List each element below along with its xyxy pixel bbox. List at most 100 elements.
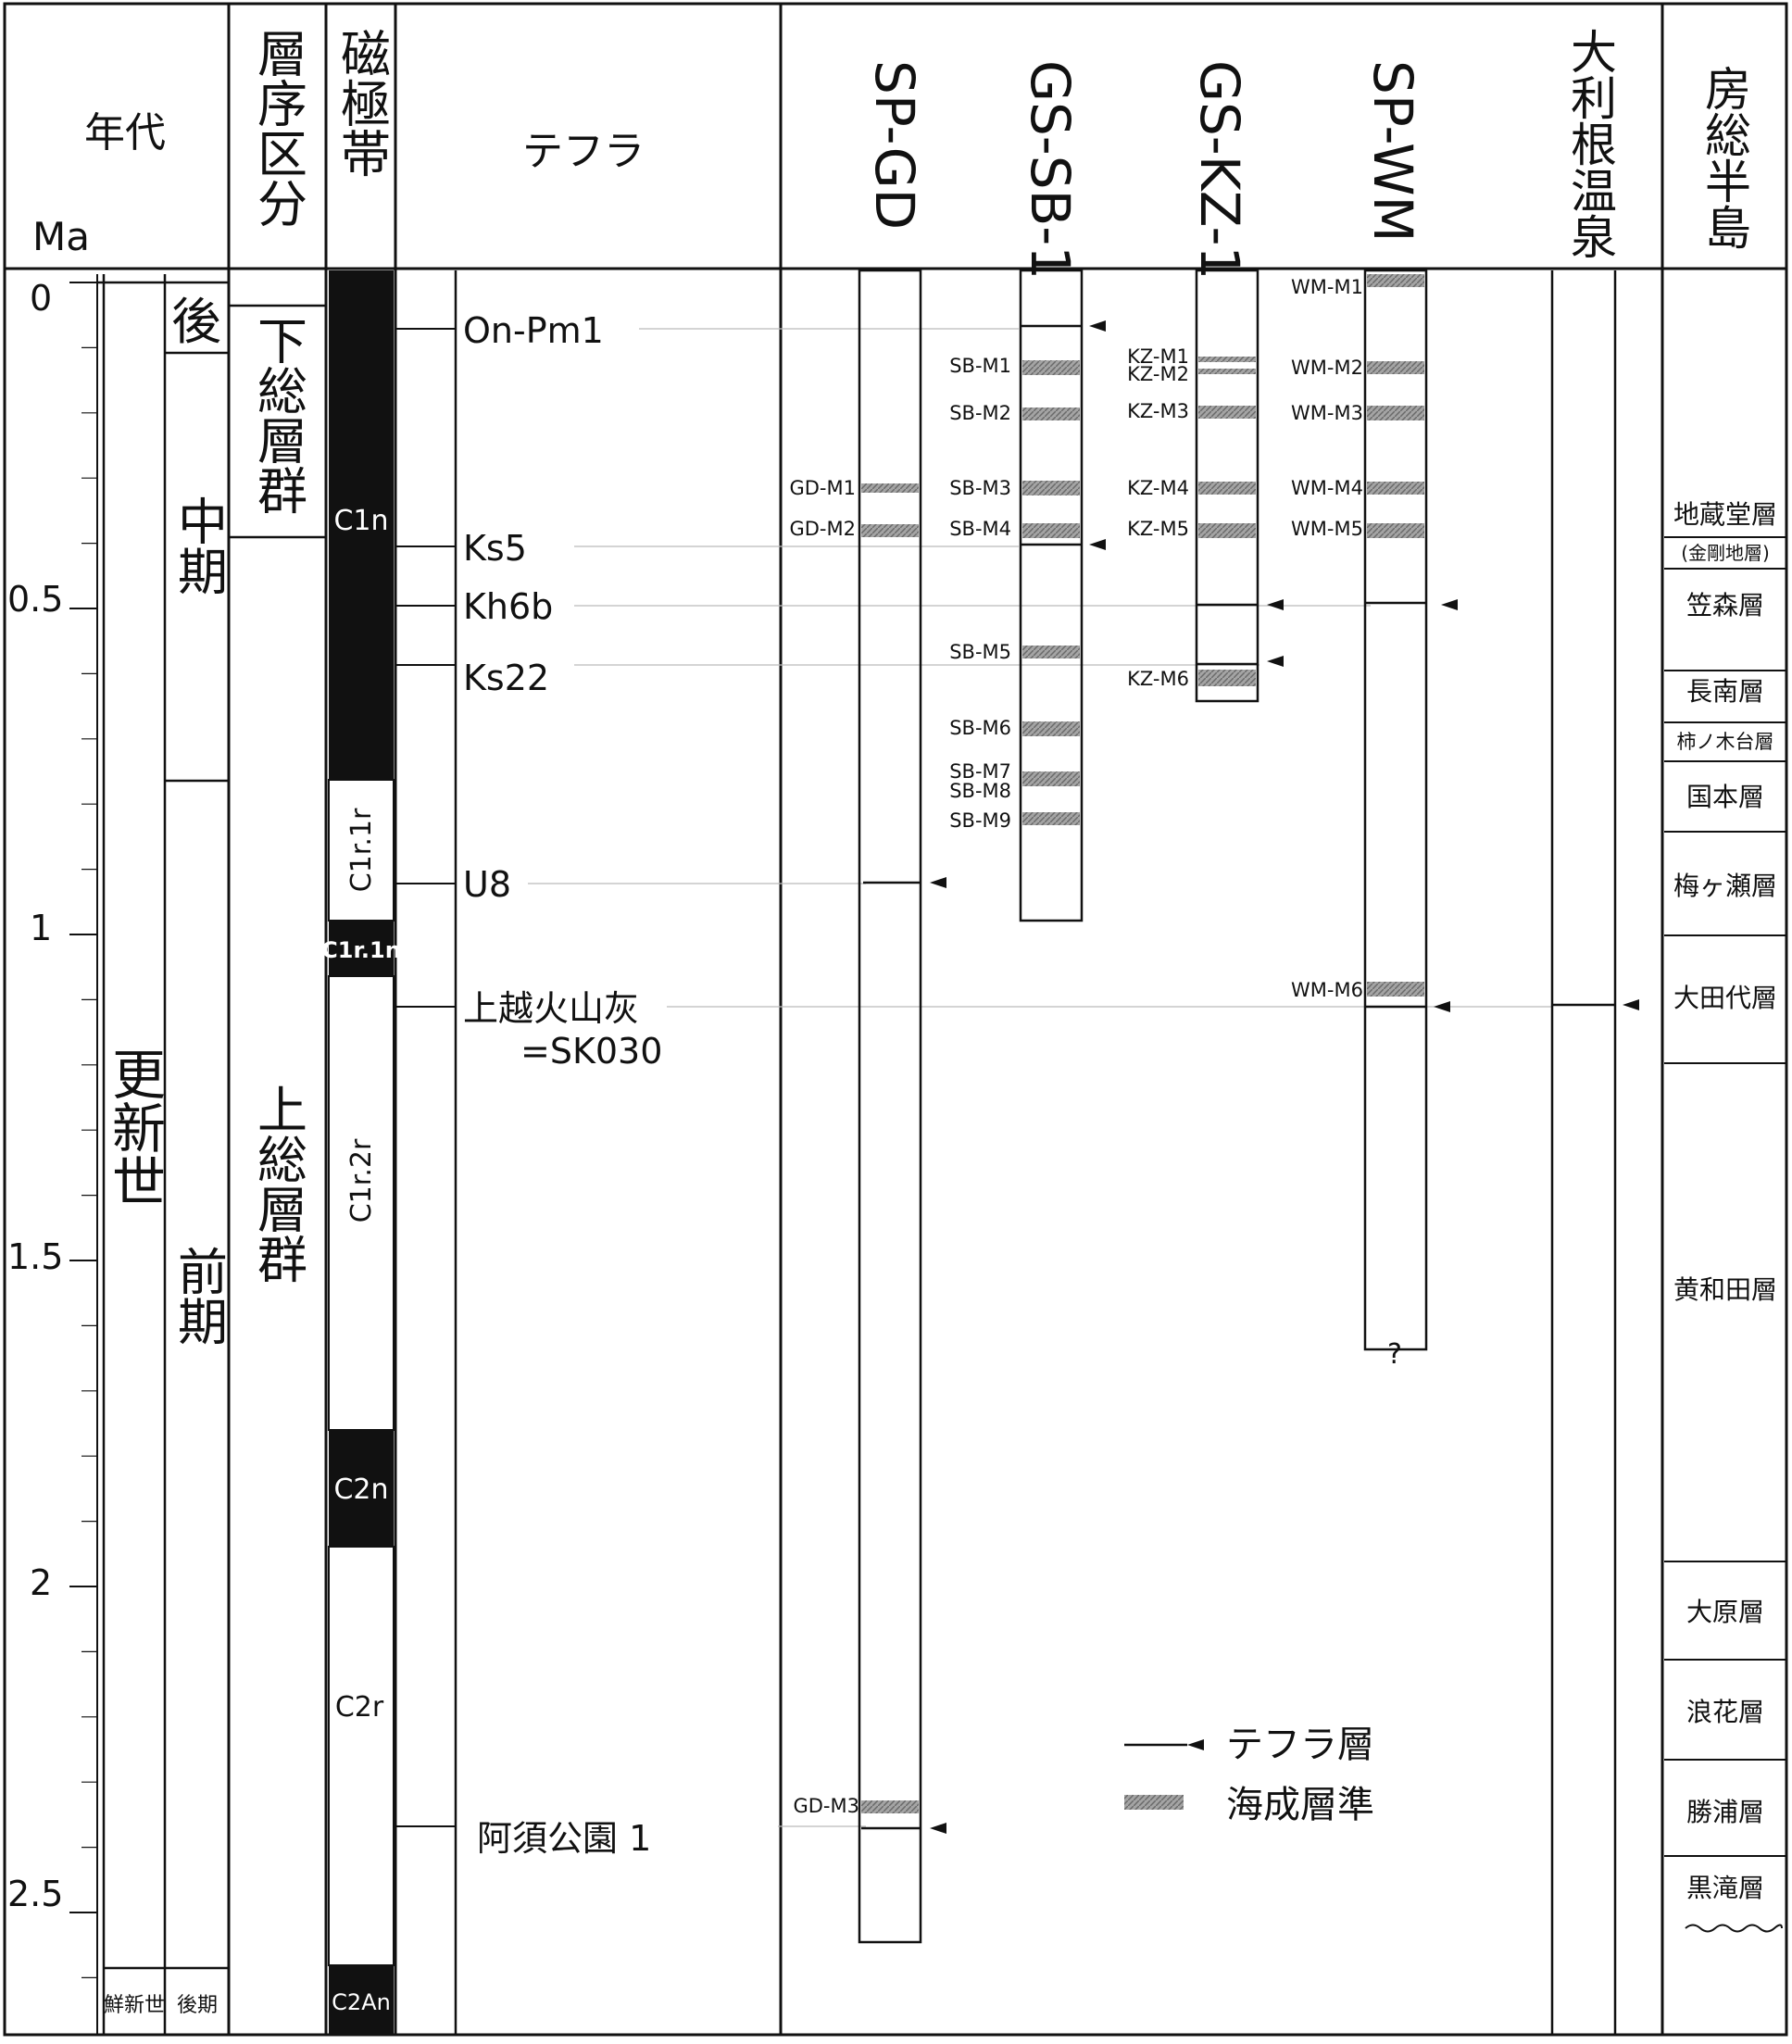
frame (3, 2, 1788, 2037)
label-wm-m5: WM-M5 (1291, 518, 1363, 540)
label-sb-m5: SB-M5 (949, 641, 1011, 663)
formation-dividers (1664, 536, 1786, 1857)
chron-c2an: C2An (332, 1989, 391, 2015)
chron-c1r2r: C1r.2r (345, 1138, 378, 1223)
formation-jizodo: 地蔵堂層 (1673, 499, 1777, 530)
tephra-u8: U8 (463, 864, 511, 905)
core-gs-kz1 (1195, 269, 1259, 703)
label-sb-m4: SB-M4 (949, 518, 1011, 540)
label-sb-m7: SB-M7 (949, 760, 1011, 783)
label-question: ? (1387, 1338, 1402, 1371)
header-row: 年代 Ma テフラ (32, 109, 645, 259)
tephra-kh6b: Kh6b (463, 586, 553, 627)
chron-c1n: C1n (333, 505, 388, 537)
header-strat: 層序区分 (249, 28, 307, 228)
age-tick-1-5: 1.5 (7, 1236, 63, 1277)
legend-tephra-arrow (1187, 1739, 1204, 1750)
label-kz-m3: KZ-M3 (1127, 400, 1189, 422)
tephra-on-pm1: On-Pm1 (463, 310, 604, 351)
tephra-column: On-Pm1 Ks5 Kh6b Ks22 U8 上越火山灰 =SK030 阿須公… (395, 270, 662, 2035)
vertical-headers: 層序区分 磁極帯 大利根温泉 房総半島 (249, 28, 1752, 259)
label-kz-m2: KZ-M2 (1127, 363, 1189, 385)
label-gd-m1: GD-M1 (789, 477, 856, 499)
core-headers: SP-GD GS-SB-1 GS-KZ-1 SP-WM (863, 60, 1424, 280)
tephra-ks22: Ks22 (463, 658, 549, 698)
label-wm-m4: WM-M4 (1291, 477, 1363, 499)
core-columns (858, 269, 1617, 2035)
formation-namihana: 浪花層 (1686, 1697, 1764, 1727)
core-sp-gd (858, 269, 922, 1944)
core-sp-wm (1363, 269, 1428, 1351)
epoch-late-pliocene: 後期 (177, 1994, 218, 2017)
strat-groups: 下総層群 上総層群 (229, 304, 326, 1284)
marine-labels: GD-M1 GD-M2 GD-M3 SB-M1 SB-M2 SB-M3 SB-M… (789, 276, 1363, 1817)
header-gs-kz1: GS-KZ-1 (1188, 60, 1251, 280)
marine-horizons (861, 274, 1424, 1813)
age-tick-labels: 0 0.5 1 1.5 2 2.5 (7, 278, 63, 1914)
age-tick-2-5: 2.5 (7, 1874, 63, 1914)
legend-marine-swatch (1124, 1795, 1184, 1810)
formation-ohara: 大原層 (1686, 1597, 1764, 1627)
chron-c2n: C2n (333, 1473, 388, 1506)
core-gs-sb1 (1019, 269, 1084, 922)
legend-tephra-label: テフラ層 (1226, 1724, 1374, 1766)
label-sb-m6: SB-M6 (949, 717, 1011, 739)
label-wm-m1: WM-M1 (1291, 276, 1363, 298)
unconformity-wave (1685, 1924, 1783, 1933)
label-sb-m2: SB-M2 (949, 402, 1011, 424)
tephra-ks5: Ks5 (463, 528, 527, 569)
label-kz-m6: KZ-M6 (1127, 668, 1189, 690)
group-kazusa: 上総層群 (249, 1084, 307, 1284)
age-tick-0-5: 0.5 (7, 579, 63, 620)
formation-kiwada: 黄和田層 (1673, 1274, 1777, 1305)
formation-chonan: 長南層 (1686, 676, 1764, 707)
formation-kasamori: 笠森層 (1686, 590, 1764, 621)
legend-marine-label: 海成層準 (1226, 1784, 1374, 1826)
label-kz-m1: KZ-M1 (1127, 345, 1189, 368)
age-axis (69, 274, 98, 2035)
formation-labels: 地蔵堂層 (金剛地層) 笠森層 長南層 柿ノ木台層 国本層 梅ヶ瀬層 大田代層 … (1673, 499, 1777, 1903)
formation-kakinokidai: 柿ノ木台層 (1677, 731, 1774, 753)
polarity-column (328, 270, 395, 2035)
label-wm-m2: WM-M2 (1291, 357, 1363, 379)
tephra-joetsu: 上越火山灰 (463, 988, 639, 1029)
header-tephra: テフラ (522, 128, 645, 175)
correlation-lines (528, 328, 1551, 1827)
header-age: 年代 (84, 109, 166, 157)
tephra-sk030: =SK030 (520, 1031, 662, 1072)
tephra-arrows (930, 320, 1639, 1834)
chron-c2r: C2r (335, 1691, 384, 1724)
label-sb-m1: SB-M1 (949, 355, 1011, 377)
label-kz-m5: KZ-M5 (1127, 518, 1189, 540)
header-otone: 大利根温泉 (1563, 28, 1617, 259)
tephra-asu: 阿須公園 1 (477, 1818, 651, 1859)
age-tick-1: 1 (30, 908, 52, 948)
formation-kongochi: (金剛地層) (1681, 542, 1770, 564)
chron-c1r1n: C1r.1n (321, 937, 401, 963)
polarity-labels: C1n C1r.1r C1r.1n C1r.2r C2n C2r C2An (321, 505, 401, 2015)
epoch-middle: 中期 (169, 495, 228, 596)
label-sb-m3: SB-M3 (949, 477, 1011, 499)
formation-umegase: 梅ヶ瀬層 (1673, 871, 1777, 901)
header-unit: Ma (32, 214, 90, 259)
formation-kurotaki: 黒滝層 (1686, 1873, 1764, 1903)
group-shimosa: 下総層群 (249, 315, 307, 515)
label-sb-m8: SB-M8 (949, 780, 1011, 802)
header-mag: 磁極帯 (332, 28, 391, 178)
label-sb-m9: SB-M9 (949, 809, 1011, 832)
header-sp-wm: SP-WM (1361, 60, 1424, 243)
epoch-columns (97, 274, 229, 2035)
label-wm-m6: WM-M6 (1291, 979, 1363, 1001)
label-wm-m3: WM-M3 (1291, 402, 1363, 424)
header-boso: 房総半島 (1698, 65, 1751, 250)
chron-c1r1r: C1r.1r (345, 808, 378, 892)
epoch-early: 前期 (169, 1246, 228, 1346)
formation-kokumoto: 国本層 (1686, 782, 1764, 812)
age-tick-0: 0 (30, 278, 52, 319)
formation-katsuura: 勝浦層 (1686, 1797, 1764, 1827)
label-kz-m4: KZ-M4 (1127, 477, 1189, 499)
header-gs-sb1: GS-SB-1 (1019, 60, 1082, 280)
epoch-labels: 更新世 鮮新世 後 中期 前期 後期 (103, 293, 228, 2017)
